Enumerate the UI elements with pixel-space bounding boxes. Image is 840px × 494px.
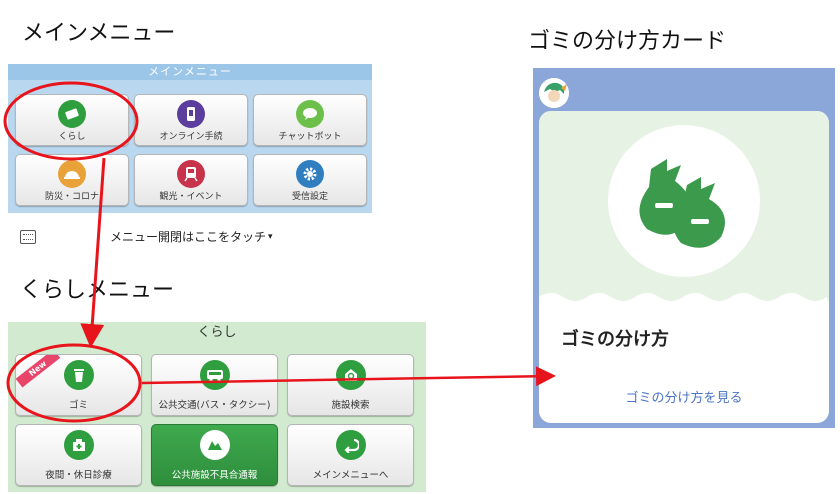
kurashi-menu-bar: くらし	[197, 325, 237, 340]
avatar	[539, 78, 569, 108]
kurashi-tile-night-clinic[interactable]: 夜間・休日診療	[15, 424, 142, 486]
menu-toggle-label: メニュー開閉はここをタッチ	[110, 230, 267, 244]
bus-icon	[199, 360, 230, 390]
highlight-ellipse-kurashi	[3, 81, 139, 161]
arrow-kurashi-to-garbage	[80, 157, 106, 348]
chat-bubble-icon	[296, 100, 324, 128]
main-menu-tile-kurashi[interactable]: くらし	[15, 94, 129, 146]
card-wave-divider	[539, 293, 829, 309]
tile-label: 受信設定	[291, 192, 328, 202]
trash-icon	[63, 360, 94, 390]
kurashi-tile-facility-search[interactable]: 施設検索	[287, 354, 414, 416]
arrow-garbage-to-card	[141, 366, 556, 387]
tile-label: 観光・イベント	[159, 192, 223, 202]
tile-label: メインメニューへ	[312, 470, 389, 481]
book-icon	[58, 100, 86, 128]
return-arrow-icon	[335, 430, 366, 460]
garbage-bags-icon	[608, 125, 760, 277]
train-icon	[177, 160, 205, 188]
garbage-card[interactable]: ゴミの分け方 ゴミの分け方を見る	[539, 111, 829, 423]
tile-label: オンライン手続	[159, 132, 223, 142]
tile-label: くらし	[58, 132, 86, 142]
card-heading: ゴミの分け方カード	[528, 29, 727, 54]
kurashi-tile-garbage[interactable]: New ゴミ	[15, 354, 142, 416]
main-menu-heading: メインメニュー	[22, 21, 176, 46]
tile-label: 防災・コロナ	[44, 192, 99, 202]
kurashi-menu-panel: くらし New ゴミ 公共交通(バス・タクシー) 施設検索 夜間・休日診療 公共…	[8, 322, 426, 492]
main-menu-tile-tourism[interactable]: 観光・イベント	[134, 154, 248, 206]
kurashi-tile-facility-report[interactable]: 公共施設不具合通報	[151, 424, 278, 486]
hospital-icon	[63, 430, 94, 460]
main-menu-tile-disaster[interactable]: 防災・コロナ	[15, 154, 129, 206]
kurashi-tile-transit[interactable]: 公共交通(バス・タクシー)	[151, 354, 278, 416]
gear-icon	[296, 160, 324, 188]
caret-down-icon: ▾	[268, 231, 273, 242]
card-illustration-area	[539, 111, 829, 301]
main-menu-tile-chatbot[interactable]: チャットボット	[253, 94, 367, 146]
report-icon	[199, 430, 230, 460]
highlight-ellipse-garbage	[6, 343, 142, 423]
card-title: ゴミの分け方	[561, 329, 669, 350]
kurashi-tile-back-to-main[interactable]: メインメニューへ	[287, 424, 414, 486]
tile-label: チャットボット	[278, 132, 342, 142]
card-view-link[interactable]: ゴミの分け方を見る	[625, 391, 743, 406]
main-menu-bar: メインメニュー	[8, 64, 372, 80]
tile-label: 公共交通(バス・タクシー)	[158, 400, 271, 411]
menu-toggle[interactable]: メニュー開閉はここをタッチ ▾	[20, 228, 273, 245]
keyboard-icon[interactable]	[20, 229, 36, 244]
kurashi-menu-heading: くらしメニュー	[20, 278, 175, 303]
building-search-icon	[335, 360, 366, 390]
smartphone-icon	[177, 100, 205, 128]
garbage-card-frame: ゴミの分け方 ゴミの分け方を見る	[533, 68, 835, 428]
helmet-icon	[58, 160, 86, 188]
tile-label: ゴミ	[68, 400, 88, 411]
tile-label: 夜間・休日診療	[45, 470, 112, 481]
main-menu-panel: メインメニュー くらし オンライン手続 チャットボット 防災・コロナ 観光・イベ…	[8, 64, 372, 213]
tile-label: 施設検索	[331, 400, 370, 411]
main-menu-tile-settings[interactable]: 受信設定	[253, 154, 367, 206]
tile-label: 公共施設不具合通報	[171, 470, 258, 481]
main-menu-tile-online[interactable]: オンライン手続	[134, 94, 248, 146]
